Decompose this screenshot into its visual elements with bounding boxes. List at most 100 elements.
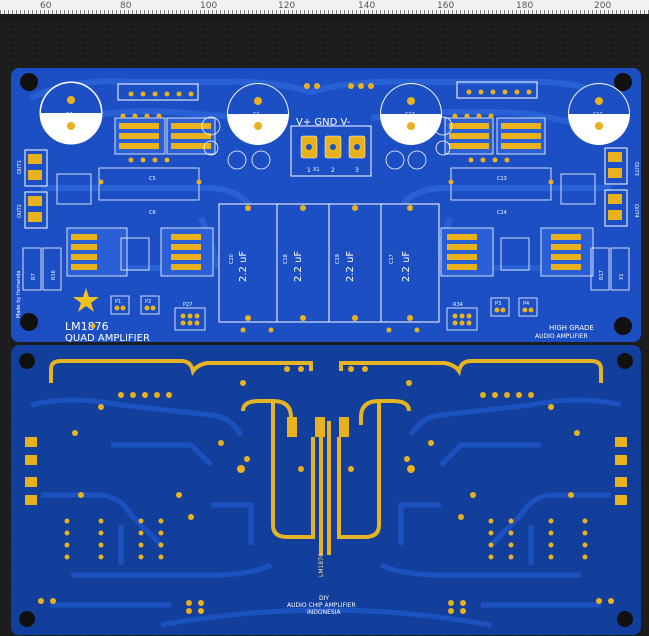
- ruler-tick: [52, 10, 53, 14]
- ruler-tick: [176, 10, 177, 14]
- ruler-tick: [468, 10, 469, 14]
- ruler-tick: [608, 10, 609, 14]
- ruler-tick: [456, 10, 457, 14]
- ruler-tick: [580, 10, 581, 14]
- ruler-tick: [600, 10, 601, 14]
- ruler-tick: [212, 10, 213, 14]
- ruler-tick: [360, 10, 361, 14]
- ruler-tick: [24, 10, 25, 14]
- part-label: P1: [115, 299, 121, 305]
- ruler-tick: [380, 10, 381, 14]
- gold-power-trace: [49, 359, 603, 555]
- ruler-tick: [268, 10, 269, 14]
- ruler-tick: [560, 10, 561, 14]
- ruler-tick: [64, 10, 65, 14]
- cap-label: C11: [593, 112, 603, 118]
- ruler-tick: [152, 10, 153, 14]
- mount-hole: [614, 317, 632, 335]
- ruler-tick: [236, 10, 237, 14]
- ruler-tick: [568, 10, 569, 14]
- ruler-tick: [368, 10, 369, 14]
- cap-label: C1: [253, 112, 260, 118]
- ruler-tick: [144, 10, 145, 14]
- ruler-tick: [556, 10, 557, 14]
- ruler-tick: [208, 10, 209, 14]
- ruler-tick: [228, 10, 229, 14]
- ruler-tick: [488, 10, 489, 14]
- ruler-tick: [416, 10, 417, 14]
- pin-label: 1: [307, 167, 311, 174]
- bottom-power-pads: [287, 417, 349, 437]
- ruler-tick: [156, 10, 157, 14]
- ruler-tick: [424, 10, 425, 14]
- ruler-tick: [532, 10, 533, 14]
- ruler-tick: [592, 10, 593, 14]
- out-label: OUT2: [17, 204, 23, 218]
- mount-hole: [20, 73, 38, 91]
- ruler-tick: [524, 10, 525, 14]
- cap-label: C4: [66, 112, 73, 118]
- ruler-tick: [352, 10, 353, 14]
- ruler-tick: [372, 10, 373, 14]
- ruler-tick: [632, 10, 633, 14]
- ruler-tick: [164, 10, 165, 14]
- ruler-tick: [364, 10, 365, 14]
- ruler-tick: [256, 10, 257, 14]
- ruler-tick: [620, 10, 621, 14]
- part-label: P3: [495, 301, 501, 307]
- ruler-tick: [100, 10, 101, 14]
- ruler-tick: [292, 10, 293, 14]
- ruler-tick: [316, 10, 317, 14]
- ruler-tick: [404, 10, 405, 14]
- electrolytic-caps: [39, 81, 630, 145]
- ruler-tick: [296, 10, 297, 14]
- mount-hole: [617, 611, 633, 627]
- cap-name: C19: [335, 254, 341, 264]
- ruler-tick: [68, 10, 69, 14]
- ruler-tick: [612, 10, 613, 14]
- part-label: R34: [453, 302, 463, 308]
- ruler-tick: [148, 10, 149, 14]
- ruler-tick: [512, 10, 513, 14]
- ruler-tick: [160, 10, 161, 14]
- ruler-tick: [508, 10, 509, 14]
- ruler-tick: [112, 10, 113, 14]
- ruler-tick: [260, 10, 261, 14]
- mount-hole: [617, 353, 633, 369]
- top-ruler: 60 80 100 120 140 160 180 200: [0, 0, 649, 15]
- cap-value: 2.2 uF: [345, 251, 356, 282]
- ruler-tick: [332, 10, 333, 14]
- ruler-tick: [312, 10, 313, 14]
- cap-value: 2.2 uF: [238, 251, 249, 282]
- part-label: R17: [599, 270, 605, 280]
- ruler-tick: [484, 10, 485, 14]
- ruler-tick: [356, 10, 357, 14]
- ruler-tick: [528, 10, 529, 14]
- ruler-tick: [328, 10, 329, 14]
- ruler-tick: [420, 10, 421, 14]
- part-label: R16: [51, 270, 57, 280]
- ruler-tick: [304, 10, 305, 14]
- ruler-tick: [56, 10, 57, 14]
- ruler-tick: [500, 10, 501, 14]
- ruler-tick: [476, 10, 477, 14]
- ruler-ticks-strip: [0, 14, 649, 21]
- ruler-tick: [248, 10, 249, 14]
- ruler-tick: [40, 10, 41, 14]
- out-label: OUT4: [633, 204, 639, 218]
- ruler-label: 140: [358, 1, 376, 11]
- ruler-tick: [344, 10, 345, 14]
- part-label: C14: [497, 210, 507, 216]
- ruler-tick: [88, 10, 89, 14]
- mount-hole: [20, 313, 38, 331]
- ruler-label: 100: [200, 1, 218, 11]
- ruler-tick: [408, 10, 409, 14]
- ruler-tick: [96, 10, 97, 14]
- ruler-tick: [436, 10, 437, 14]
- ruler-tick: [224, 10, 225, 14]
- ruler-tick: [108, 10, 109, 14]
- ruler-tick: [240, 10, 241, 14]
- ruler-tick: [84, 10, 85, 14]
- ruler-tick: [444, 10, 445, 14]
- ruler-tick: [184, 10, 185, 14]
